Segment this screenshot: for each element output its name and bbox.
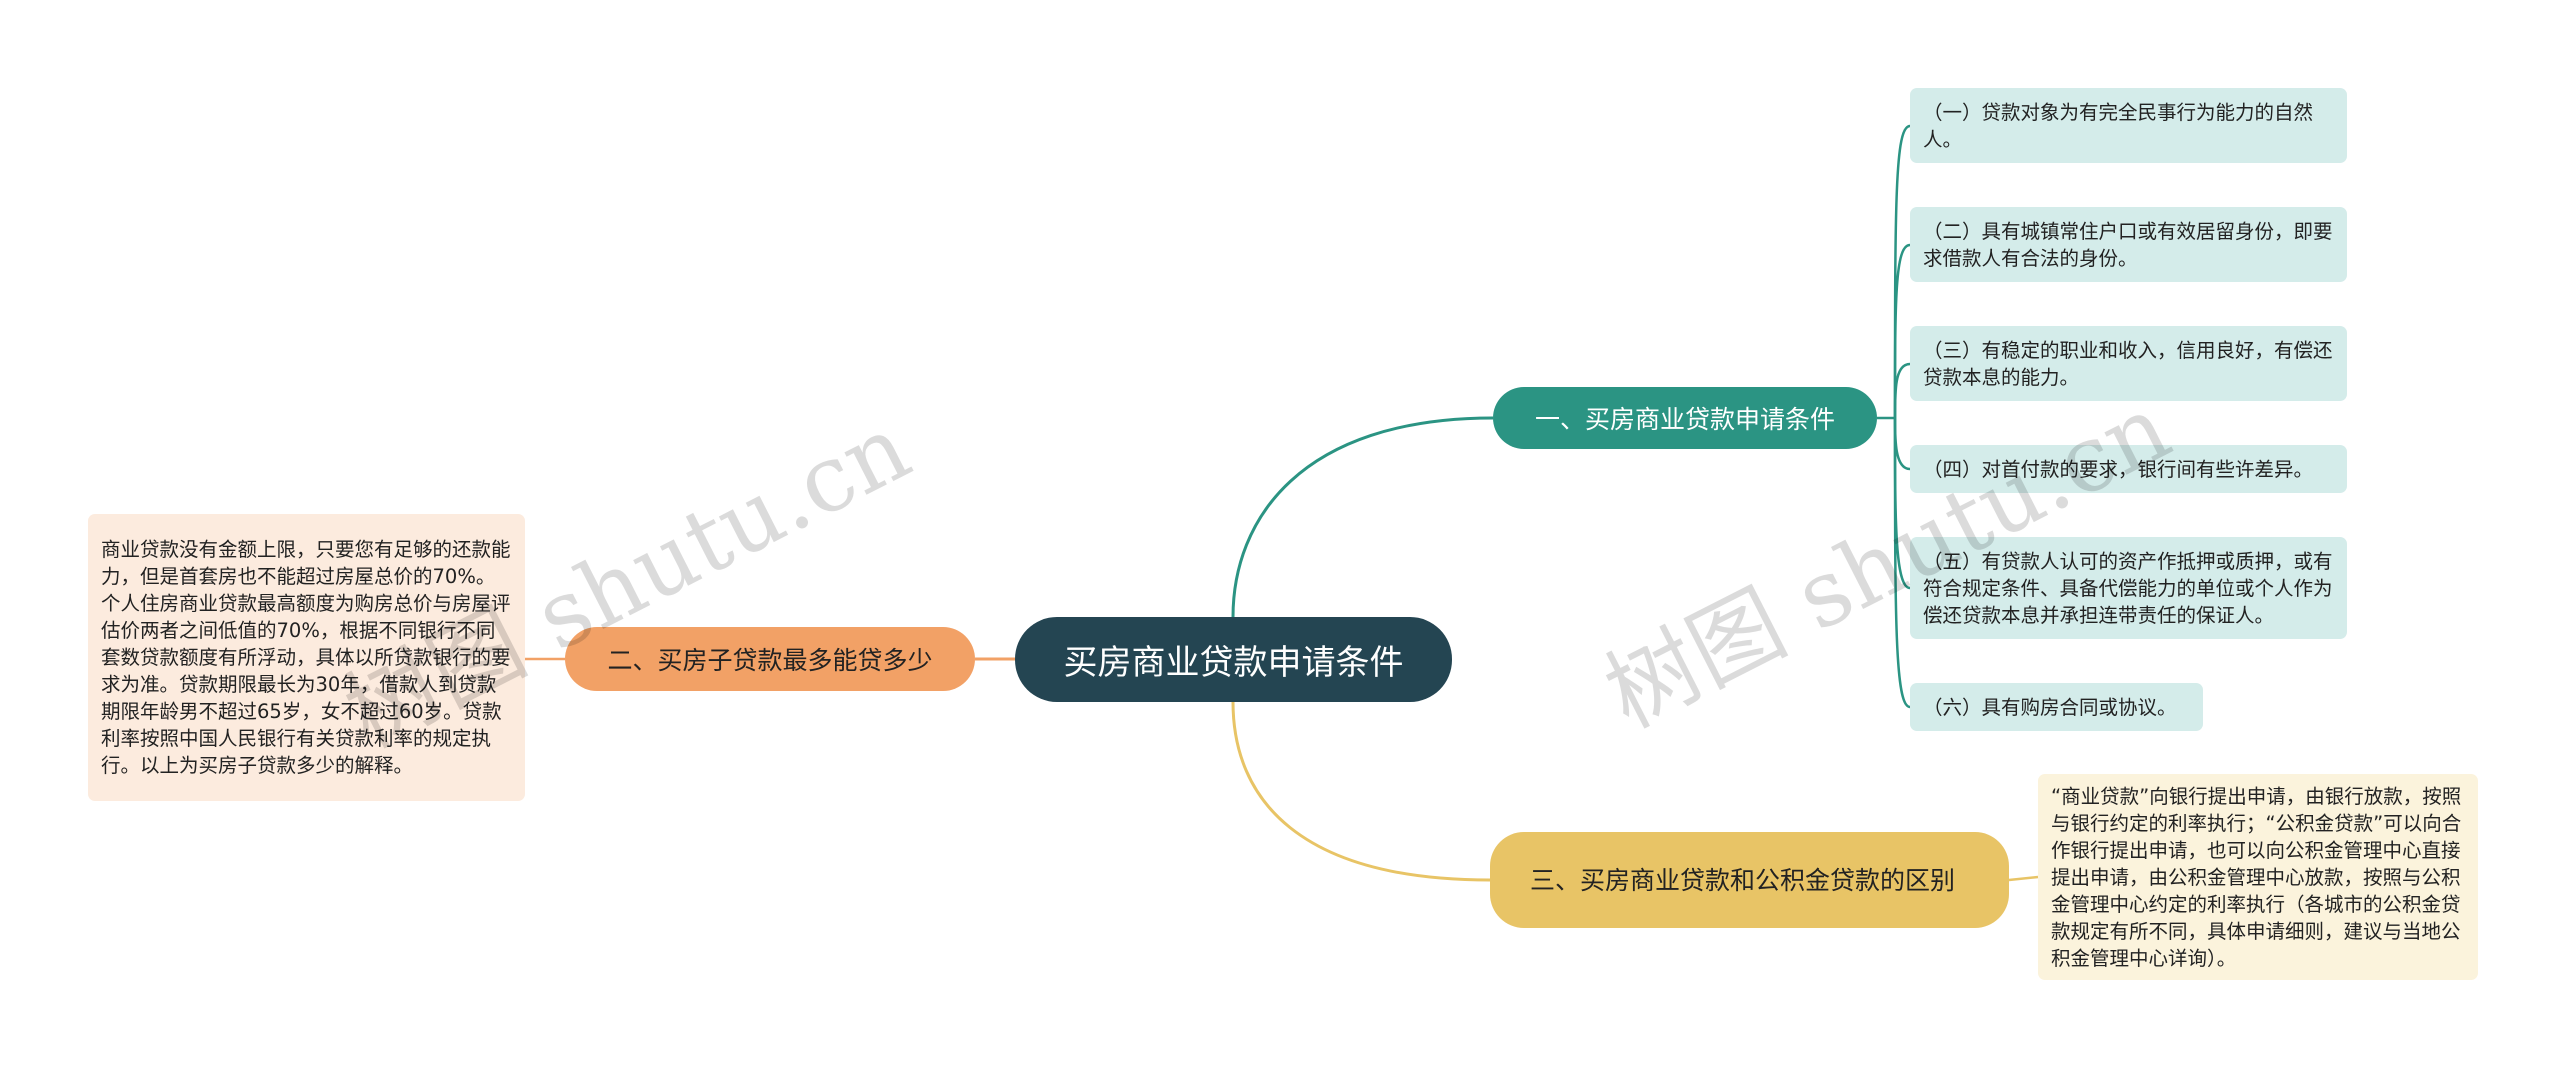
leaf-text: （四）对首付款的要求，银行间有些许差异。: [1923, 457, 2314, 481]
branch-loan-amount[interactable]: 二、买房子贷款最多能贷多少: [565, 627, 975, 691]
leaf-text: “商业贷款”向银行提出申请，由银行放款，按照与银行约定的利率执行；“公积金贷款”…: [2051, 784, 2462, 970]
teal-leaf-links: [1877, 124, 1911, 709]
leaf-condition-5[interactable]: （五）有贷款人认可的资产作抵押或质押，或有符合规定条件、具备代偿能力的单位或个人…: [1910, 537, 2347, 639]
link-center-branch1: [1231, 416, 1494, 618]
leaf-text: （三）有稳定的职业和收入，信用良好，有偿还贷款本息的能力。: [1923, 338, 2333, 389]
leaf-loan-amount-detail[interactable]: 商业贷款没有金额上限，只要您有足够的还款能力，但是首套房也不能超过房屋总价的70…: [88, 514, 525, 801]
branch-label: 三、买房商业贷款和公积金贷款的区别: [1530, 865, 1956, 895]
link-center-branch3: [1231, 701, 1491, 882]
leaf-text: （六）具有购房合同或协议。: [1923, 695, 2177, 719]
branch-loan-differences[interactable]: 三、买房商业贷款和公积金贷款的区别: [1490, 832, 2009, 928]
leaf-condition-2[interactable]: （二）具有城镇常住户口或有效居留身份，即要求借款人有合法的身份。: [1910, 207, 2347, 282]
branch-application-conditions[interactable]: 一、买房商业贷款申请条件: [1493, 387, 1877, 449]
leaf-condition-6[interactable]: （六）具有购房合同或协议。: [1910, 683, 2203, 731]
central-topic[interactable]: 买房商业贷款申请条件: [1015, 617, 1452, 702]
leaf-text: （二）具有城镇常住户口或有效居留身份，即要求借款人有合法的身份。: [1923, 219, 2333, 270]
leaf-condition-3[interactable]: （三）有稳定的职业和收入，信用良好，有偿还贷款本息的能力。: [1910, 326, 2347, 401]
leaf-condition-1[interactable]: （一）贷款对象为有完全民事行为能力的自然人。: [1910, 88, 2347, 163]
leaf-loan-differences-detail[interactable]: “商业贷款”向银行提出申请，由银行放款，按照与银行约定的利率执行；“公积金贷款”…: [2038, 774, 2478, 980]
link-branch3-leaf: [2008, 875, 2039, 882]
leaf-text: 商业贷款没有金额上限，只要您有足够的还款能力，但是首套房也不能超过房屋总价的70…: [101, 538, 511, 777]
leaf-text: （一）贷款对象为有完全民事行为能力的自然人。: [1923, 100, 2314, 151]
leaf-text: （五）有贷款人认可的资产作抵押或质押，或有符合规定条件、具备代偿能力的单位或个人…: [1923, 549, 2333, 627]
leaf-condition-4[interactable]: （四）对首付款的要求，银行间有些许差异。: [1910, 445, 2347, 493]
